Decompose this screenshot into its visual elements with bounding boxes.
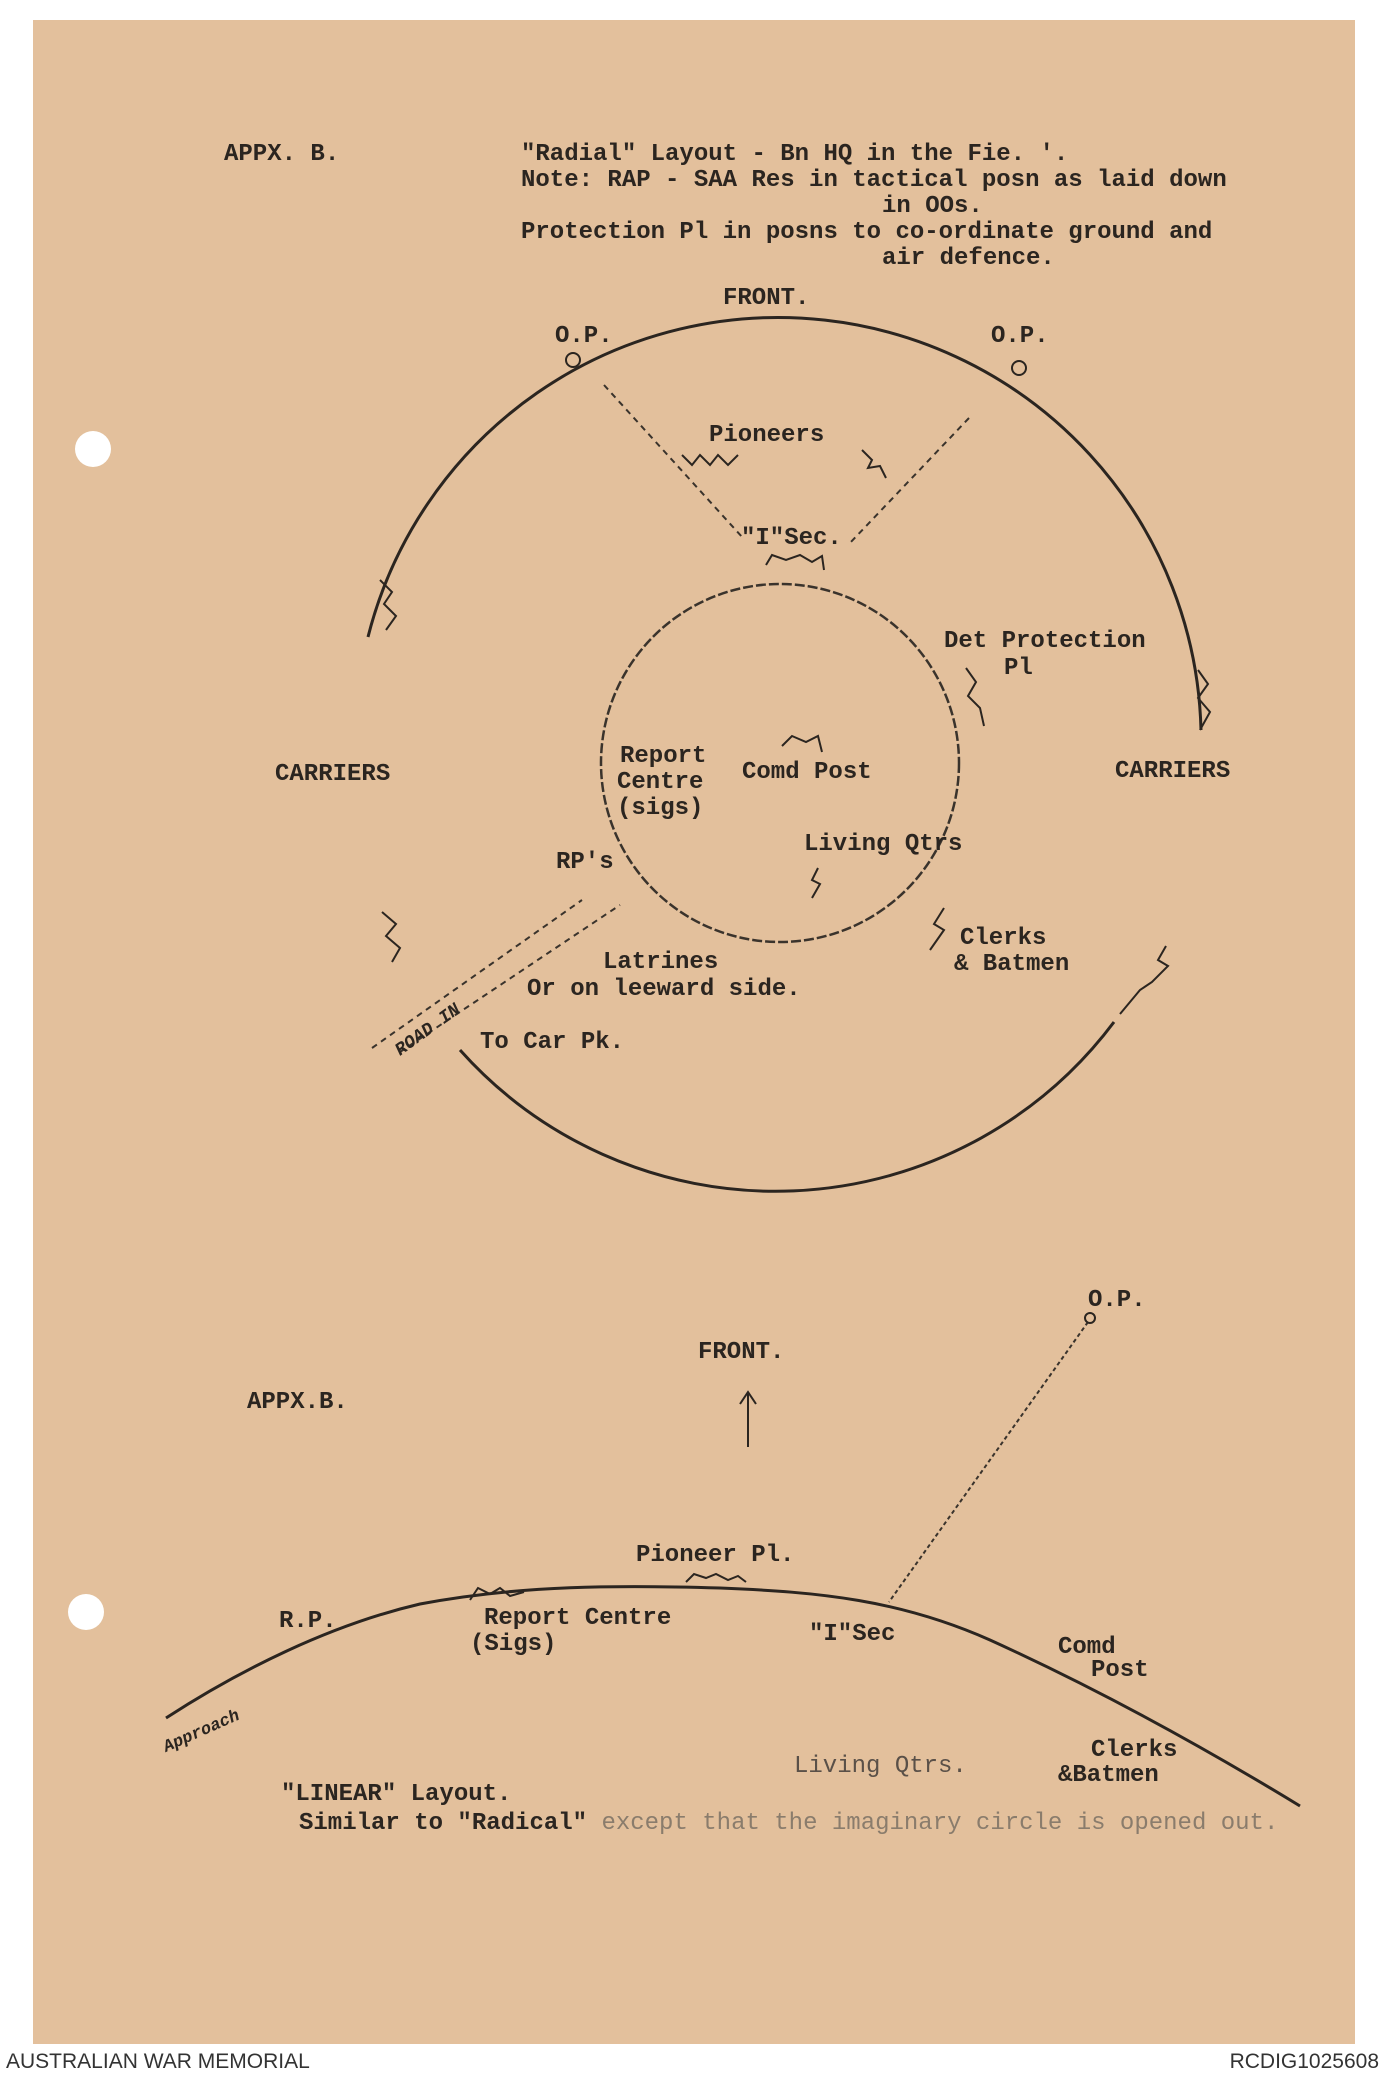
carriers-right-label: CARRIERS [1115,758,1230,785]
appendix-label: APPX.B. [247,1389,348,1416]
trench-symbol [1119,945,1170,1015]
latrines-label: Latrines [603,949,718,976]
svg-text:Protection Pl in posns to co-o: Protection Pl in posns to co-ordinate gr… [521,219,1212,246]
carriers-left-label: CARRIERS [275,761,390,788]
rp-label: R.P. [279,1608,337,1635]
report-centre-label: Centre [617,769,703,796]
op-sightline-right [848,417,970,545]
car-park-label: To Car Pk. [480,1029,624,1056]
op-sightline [888,1321,1089,1603]
i-sec-label: "I"Sec [809,1621,895,1648]
op-label-right: O.P. [991,323,1049,350]
appendix-label: APPX. B. [224,141,339,168]
linear-line [165,1585,1301,1808]
svg-text:"Radial" Layout - Bn HQ in the: "Radial" Layout - Bn HQ in the Fie. '. [521,141,1068,168]
report-centre-label: (Sigs) [470,1631,556,1658]
punch-hole [68,1594,104,1630]
road-line [399,904,621,1053]
footer-left: AUSTRALIAN WAR MEMORIAL [6,2050,310,2073]
clerks-label: Clerks [1091,1737,1177,1764]
footer-right: RCDIG1025608 [1229,2050,1379,2073]
linear-caption-title: "LINEAR" Layout. [281,1781,511,1808]
svg-text:air defence.: air defence. [882,245,1055,272]
paper-sheet [33,20,1355,2044]
det-protection-label: Pl [1004,655,1033,682]
front-label: FRONT. [698,1339,784,1366]
trench-symbol [685,1572,747,1583]
trench-symbol [861,449,887,479]
trench-symbol [810,867,822,899]
op-marker-icon [1011,360,1027,376]
comd-post-label: Comd [1058,1634,1116,1661]
trench-symbol [381,911,402,963]
trench-symbol [379,579,398,631]
svg-text:in OOs.: in OOs. [882,193,983,220]
radial-title: "Radial" Layout - Bn HQ in the Fie. '. N… [521,141,1227,272]
det-protection-label: Det Protection [944,628,1146,655]
living-qtrs-label: Living Qtrs. [794,1753,967,1780]
report-centre-label: (sigs) [617,795,703,822]
clerks-label: & Batmen [954,951,1069,978]
op-marker-icon [1084,1312,1096,1324]
clerks-label: &Batmen [1058,1762,1159,1789]
op-sightline-left [603,384,744,539]
pioneers-label: Pioneers [709,422,824,449]
outer-perimeter-lower [458,1021,1116,1193]
linear-diagram [165,1312,1301,1808]
clerks-label: Clerks [960,925,1046,952]
punch-hole [75,431,111,467]
road-line [371,899,583,1049]
svg-text:Note: RAP - SAA Res in tactica: Note: RAP - SAA Res in tactical posn as … [521,167,1227,194]
leeward-label: Or on leeward side. [527,976,801,1003]
rps-label: RP's [556,849,614,876]
trench-symbol [765,553,825,571]
living-qtrs-label: Living Qtrs [804,831,962,858]
outer-perimeter-upper [366,316,1203,731]
op-label: O.P. [1088,1287,1146,1314]
trench-symbol [781,734,823,753]
front-label: FRONT. [723,285,809,312]
front-arrow-icon [739,1390,757,1405]
op-label-left: O.P. [555,323,613,350]
report-centre-label: Report [620,743,706,770]
pioneer-pl-label: Pioneer Pl. [636,1542,794,1569]
radial-diagram [366,316,1212,1193]
linear-caption: Similar to "Radical" except that the ima… [299,1810,1278,1837]
trench-symbol [469,1586,525,1601]
trench-symbol [681,453,739,467]
trench-symbol [1196,669,1212,731]
trench-symbol [929,907,946,951]
report-centre-label: Report Centre [484,1605,671,1632]
comd-post-label: Comd Post [742,759,872,786]
trench-symbol [965,667,985,727]
inner-circle [599,582,961,944]
i-sec-label: "I"Sec. [741,525,842,552]
comd-post-label: Post [1091,1657,1149,1684]
op-marker-icon [565,352,581,368]
